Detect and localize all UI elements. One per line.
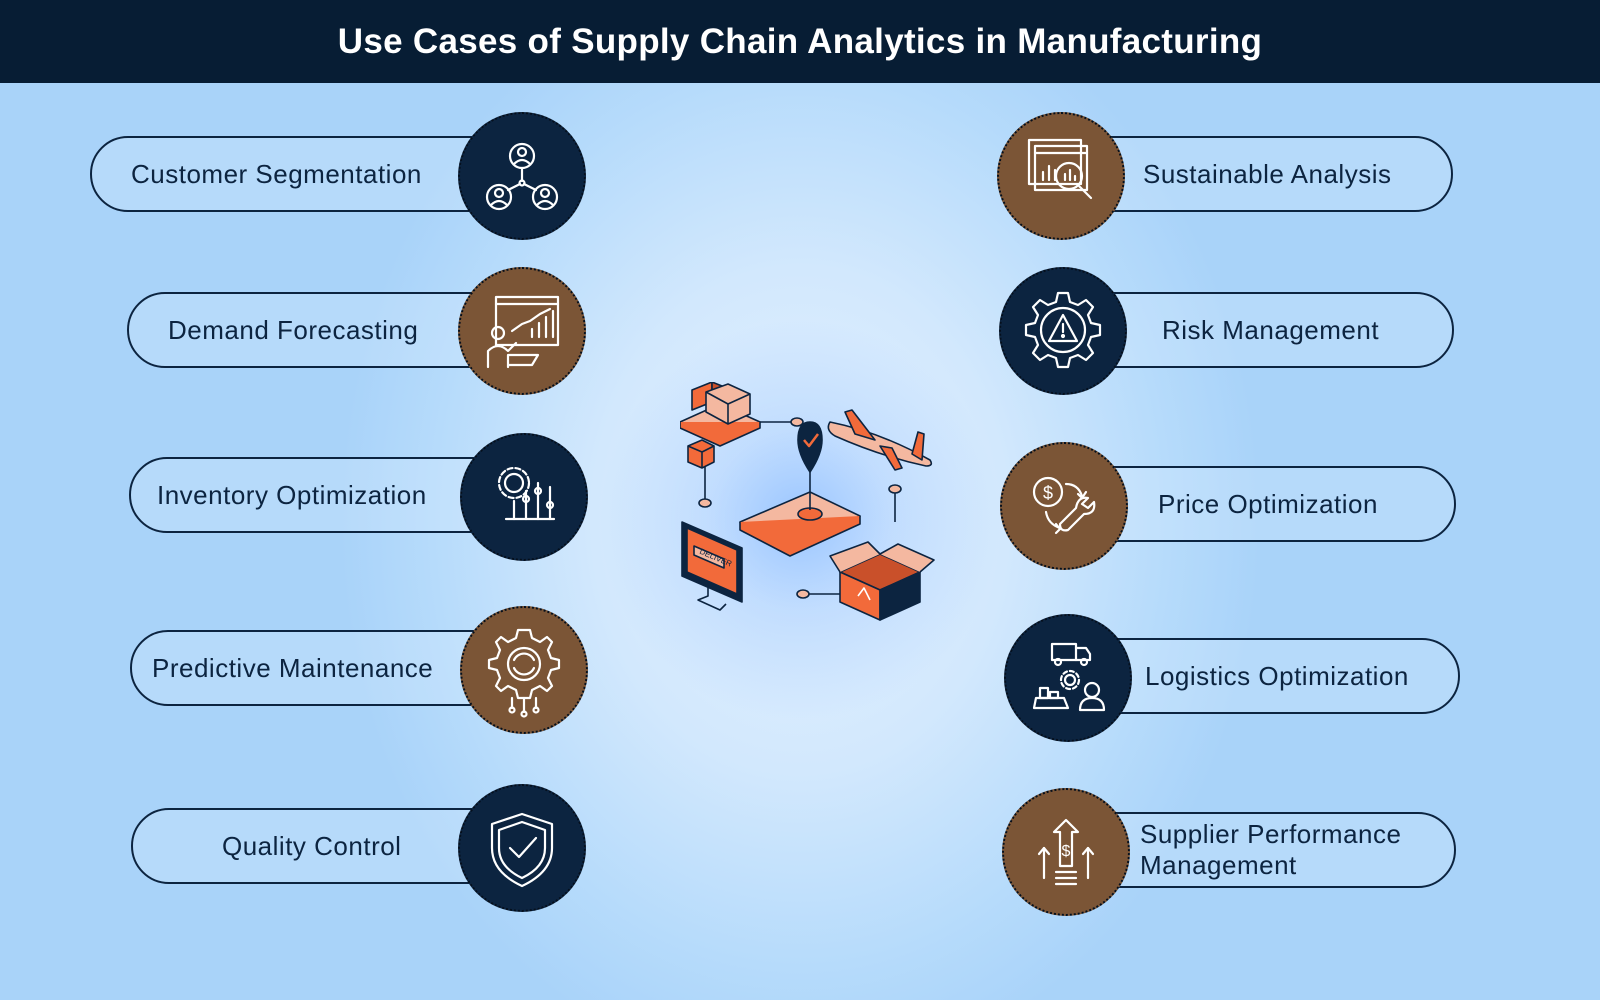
supply-chain-illustration-icon: DELIVER [679,381,960,632]
circle-risk-management [999,267,1127,395]
page-title: Use Cases of Supply Chain Analytics in M… [337,22,1263,61]
label-risk-management: Risk Management [1162,314,1380,345]
label-sustainable-analysis: Sustainable Analysis [1143,158,1392,189]
gear-sliders-icon [497,466,556,521]
circle-inventory-optimization [460,433,588,561]
circle-sustainable-analysis [997,112,1125,240]
gear-warning-icon [1024,291,1102,369]
label-logistics-optimization: Logistics Optimization [1145,660,1409,691]
label-demand-forecasting: Demand Forecasting [168,314,419,345]
label-predictive-maintenance: Predictive Maintenance [152,652,434,683]
shield-check-icon [490,812,554,888]
label-supplier-performance: Supplier Performance Management [1140,819,1402,880]
dollar-arrows-icon: $ [1037,818,1095,886]
dollar-wrench-icon: $ [1032,476,1096,535]
circle-quality-control [458,784,586,912]
circle-price-optimization: $ [1000,442,1128,570]
circle-supplier-performance: $ [1002,788,1130,916]
label-quality-control: Quality Control [222,830,402,861]
circle-logistics-optimization [1004,614,1132,742]
circle-customer-segmentation [458,112,586,240]
truck-ship-icon [1032,642,1106,712]
report-magnifier-icon [1027,138,1093,200]
label-price-optimization: Price Optimization [1158,488,1378,519]
circle-predictive-maintenance [460,606,588,734]
network-users-icon [485,142,559,211]
svg-text:$: $ [1043,483,1053,503]
svg-text:$: $ [1062,843,1071,860]
label-inventory-optimization: Inventory Optimization [157,479,427,510]
presentation-chart-icon [486,295,560,369]
header-bar [0,0,1600,83]
label-customer-segmentation: Customer Segmentation [131,158,422,189]
circle-demand-forecasting [458,267,586,395]
gear-circuit-icon [487,628,561,718]
pill-customer-segmentation [90,136,530,212]
